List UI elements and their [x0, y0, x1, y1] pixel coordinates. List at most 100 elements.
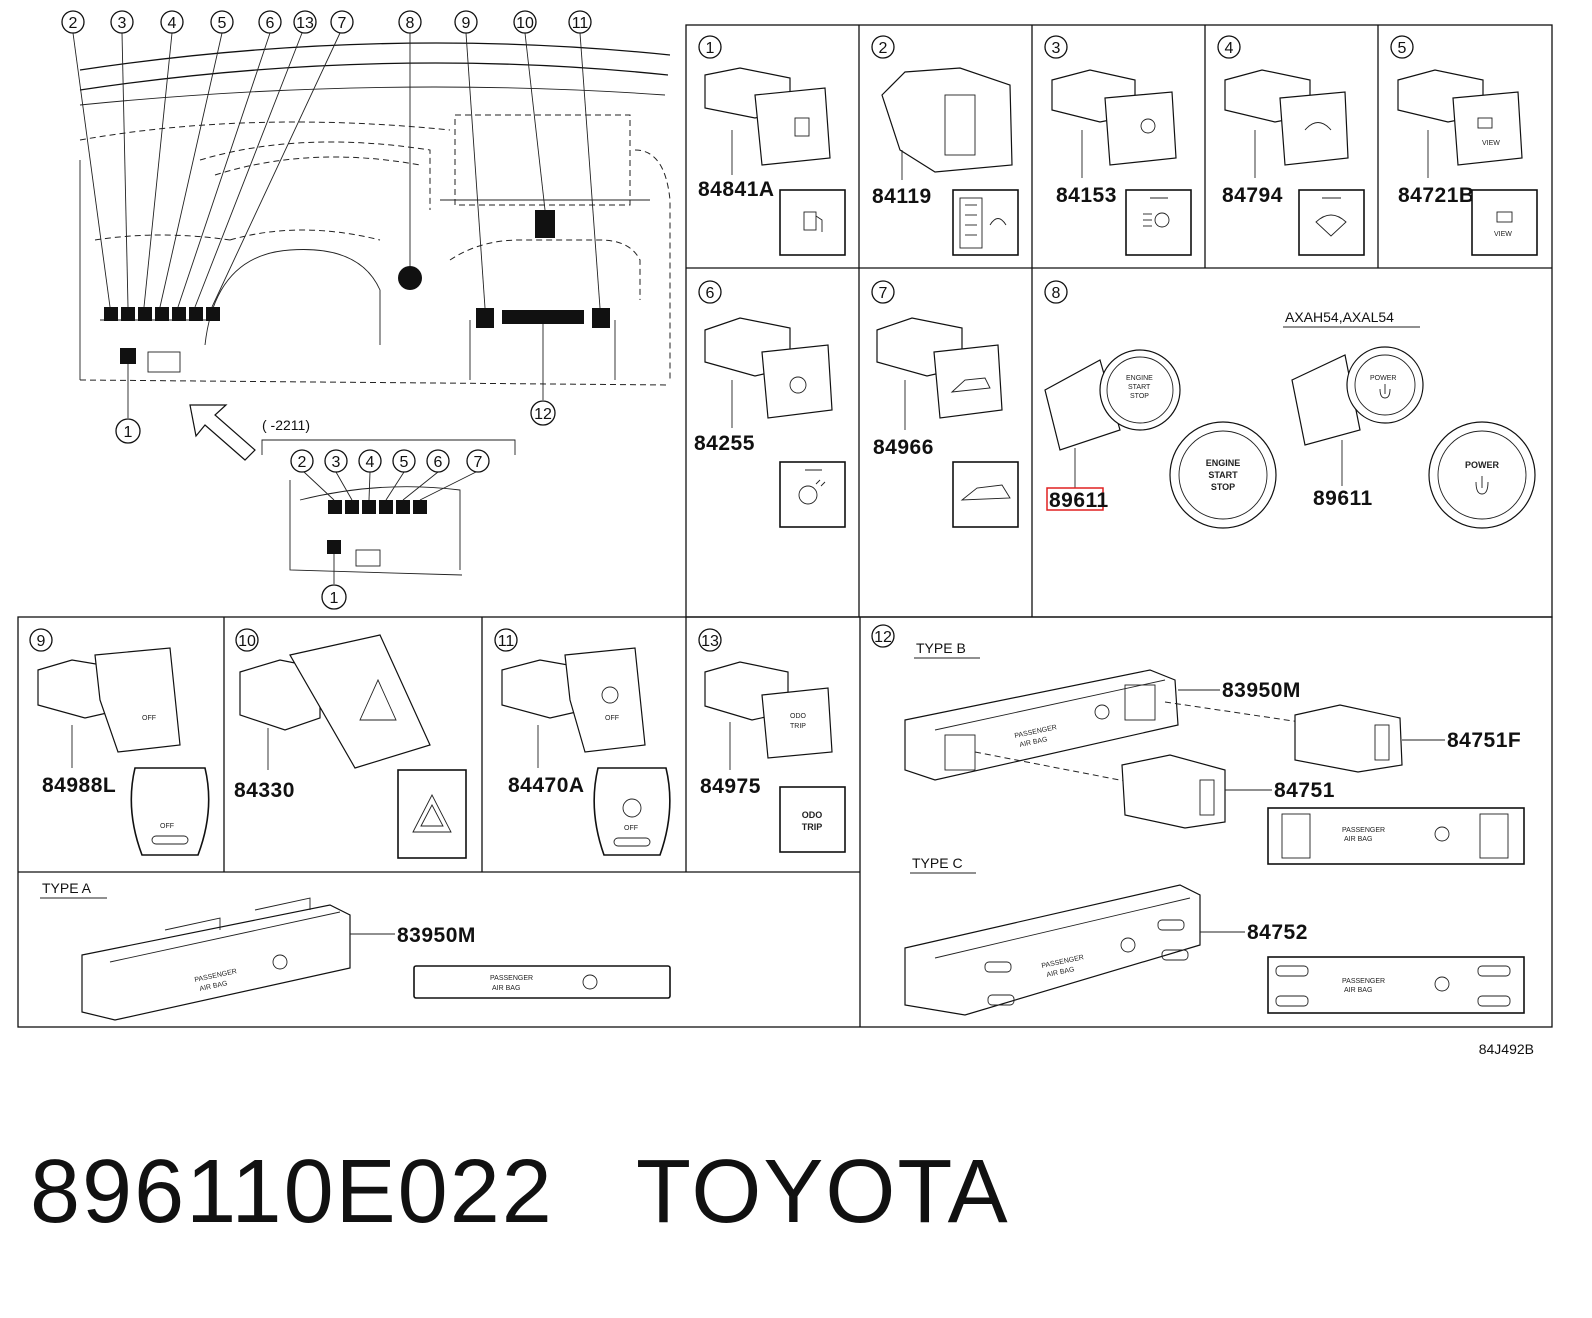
panel-3: 3 84153 [1044, 35, 1192, 256]
panel-11: 11 OFF 84470A OFF [494, 628, 671, 856]
svg-text:84975: 84975 [700, 775, 761, 798]
inset-callout-2: 2 [290, 449, 314, 473]
svg-text:83950M: 83950M [397, 924, 476, 947]
svg-text:12: 12 [534, 406, 552, 423]
panel-12: 12 TYPE B PASSENGER AIR BAG 83950M 84751… [871, 624, 1525, 1016]
highlight-box [1046, 487, 1104, 511]
inset-callout-3: 3 [324, 449, 348, 473]
panel-5: 5 VIEW 84721B VIEW [1390, 35, 1538, 256]
inset-callout-6: 6 [426, 449, 450, 473]
callout-12: 12 [530, 400, 556, 426]
svg-text:6: 6 [434, 454, 443, 471]
svg-text:84153: 84153 [1056, 184, 1117, 207]
svg-text:3: 3 [1052, 40, 1061, 57]
callout-11: 11 [568, 10, 592, 34]
svg-text:84966: 84966 [873, 436, 934, 459]
callout-3: 3 [110, 10, 134, 34]
svg-text:1: 1 [124, 424, 133, 441]
callout-2: 2 [61, 10, 85, 34]
svg-text:6: 6 [266, 15, 275, 32]
svg-text:7: 7 [879, 285, 888, 302]
svg-text:ENGINE: ENGINE [1206, 458, 1241, 468]
svg-text:84255: 84255 [694, 432, 755, 455]
callout-1: 1 [115, 418, 141, 444]
inset-overview: ( -2211) 2 3 4 5 6 7 1 [261, 417, 516, 610]
svg-text:11: 11 [572, 15, 589, 32]
svg-text:84988L: 84988L [42, 774, 116, 797]
svg-text:12: 12 [874, 629, 892, 646]
svg-text:10: 10 [238, 633, 256, 650]
svg-text:7: 7 [338, 15, 347, 32]
inset-callout-5: 5 [392, 449, 416, 473]
svg-text:8: 8 [1052, 285, 1061, 302]
panel-6: 6 84255 [694, 280, 846, 528]
svg-text:STOP: STOP [1211, 482, 1235, 492]
svg-text:3: 3 [118, 15, 127, 32]
panel-8: 8 AXAH54,AXAL54 ENGINE START STOP 89611 … [1044, 280, 1536, 529]
svg-text:13: 13 [296, 15, 314, 32]
svg-text:2: 2 [298, 454, 307, 471]
svg-text:TYPE A: TYPE A [42, 880, 92, 896]
svg-text:PASSENGER: PASSENGER [490, 975, 533, 982]
svg-text:4: 4 [366, 454, 375, 471]
svg-text:84721B: 84721B [1398, 184, 1475, 207]
callout-4: 4 [160, 10, 184, 34]
svg-text:POWER: POWER [1465, 460, 1500, 470]
svg-text:6: 6 [706, 285, 715, 302]
svg-text:89611: 89611 [1313, 487, 1373, 510]
callout-6: 6 [258, 10, 282, 34]
callout-10: 10 [513, 10, 537, 34]
svg-text:5: 5 [218, 15, 227, 32]
svg-text:VIEW: VIEW [1494, 231, 1512, 238]
svg-text:11: 11 [498, 633, 515, 650]
svg-text:AIR BAG: AIR BAG [1344, 836, 1372, 843]
callout-7: 7 [330, 10, 354, 34]
panel-10: 10 84330 [234, 628, 467, 859]
svg-text:4: 4 [1225, 40, 1234, 57]
svg-text:5: 5 [1398, 40, 1407, 57]
inset-callout-7: 7 [466, 449, 490, 473]
svg-text:ODO: ODO [790, 713, 807, 720]
svg-text:AIR BAG: AIR BAG [1344, 987, 1372, 994]
svg-text:2: 2 [69, 15, 78, 32]
svg-text:PASSENGER: PASSENGER [1342, 827, 1385, 834]
svg-text:( -2211): ( -2211) [262, 417, 310, 433]
callout-9: 9 [454, 10, 478, 34]
svg-text:84841A: 84841A [698, 178, 775, 201]
svg-text:84752: 84752 [1247, 921, 1308, 944]
grid-frames [17, 24, 1553, 1028]
panel-7: 7 84966 [871, 280, 1019, 528]
svg-text:9: 9 [37, 633, 46, 650]
svg-text:2: 2 [879, 40, 888, 57]
svg-text:AXAH54,AXAL54: AXAH54,AXAL54 [1285, 309, 1394, 325]
svg-text:TYPE C: TYPE C [912, 855, 963, 871]
callout-8: 8 [398, 10, 422, 34]
svg-text:AIR BAG: AIR BAG [492, 985, 520, 992]
svg-text:84751F: 84751F [1447, 729, 1521, 752]
svg-text:ODO: ODO [802, 810, 823, 820]
svg-text:83950M: 83950M [1222, 679, 1301, 702]
svg-text:ENGINE: ENGINE [1126, 375, 1153, 382]
figure-code: 84J492B [1479, 1041, 1534, 1057]
svg-text:10: 10 [516, 15, 534, 32]
svg-text:START: START [1128, 384, 1151, 391]
svg-text:9: 9 [462, 15, 471, 32]
callout-5: 5 [210, 10, 234, 34]
svg-text:84751: 84751 [1274, 779, 1335, 802]
svg-text:84470A: 84470A [508, 774, 585, 797]
svg-text:OFF: OFF [605, 715, 619, 722]
svg-text:STOP: STOP [1130, 393, 1149, 400]
svg-text:TYPE B: TYPE B [916, 640, 966, 656]
svg-text:8: 8 [406, 15, 415, 32]
svg-text:3: 3 [332, 454, 341, 471]
svg-text:1: 1 [706, 40, 715, 57]
inset-callout-1: 1 [321, 584, 347, 610]
callout-13: 13 [293, 10, 317, 34]
svg-text:START: START [1208, 470, 1238, 480]
panel-1: 1 84841A [698, 35, 846, 256]
type-a-panel: TYPE A PASSENGER AIR BAG 83950M PASSENGE… [40, 880, 671, 1021]
dashboard-overview [72, 32, 671, 461]
panel-13: 13 ODO TRIP 84975 ODO TRIP [698, 628, 846, 853]
svg-text:PASSENGER: PASSENGER [1342, 978, 1385, 985]
